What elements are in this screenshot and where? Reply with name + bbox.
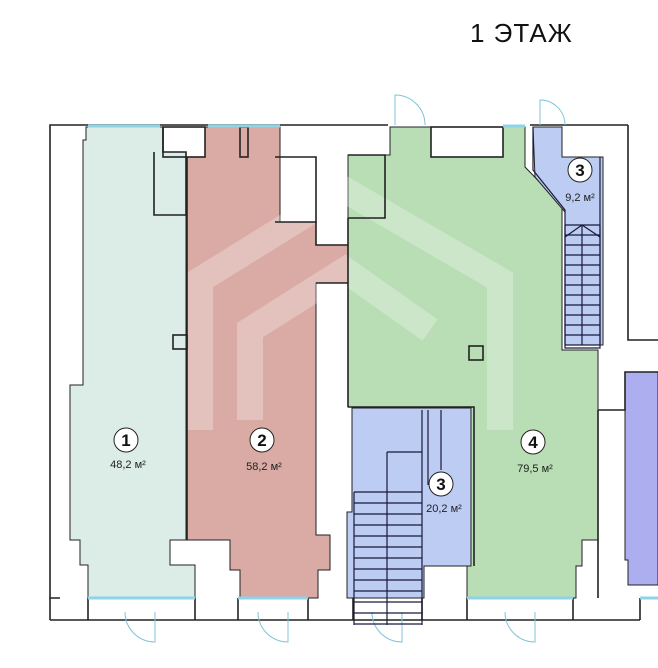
room-area: 58,2 м² [246, 461, 282, 473]
room-area: 48,2 м² [110, 459, 146, 471]
stairs-small [564, 224, 601, 346]
windows [88, 124, 658, 600]
room-number: 3 [436, 475, 445, 494]
floor-title: 1 ЭТАЖ [470, 18, 573, 48]
room-label-3: 3 20,2 м² [426, 471, 462, 515]
stairs-large [353, 410, 442, 625]
room-1-area[interactable] [69, 126, 196, 599]
room-area: 20,2 м² [426, 503, 462, 515]
room-number: 3 [575, 161, 584, 180]
room-2-area[interactable] [186, 126, 349, 599]
room-area: 9,2 м² [565, 192, 595, 204]
room-label-4: 4 79,5 м² [517, 429, 553, 475]
room-5-area[interactable] [624, 371, 658, 586]
room-label-3-small: 3 9,2 м² [565, 157, 595, 204]
room-number: 2 [257, 431, 266, 450]
watermark-logo [187, 174, 513, 430]
room-label-2: 2 58,2 м² [246, 427, 282, 473]
room-label-1: 1 48,2 м² [110, 427, 146, 471]
room-3-small-area[interactable] [532, 126, 604, 346]
room-number: 4 [528, 433, 538, 452]
doors [124, 94, 566, 643]
room-area: 79,5 м² [517, 463, 553, 475]
room-number: 1 [121, 431, 130, 450]
